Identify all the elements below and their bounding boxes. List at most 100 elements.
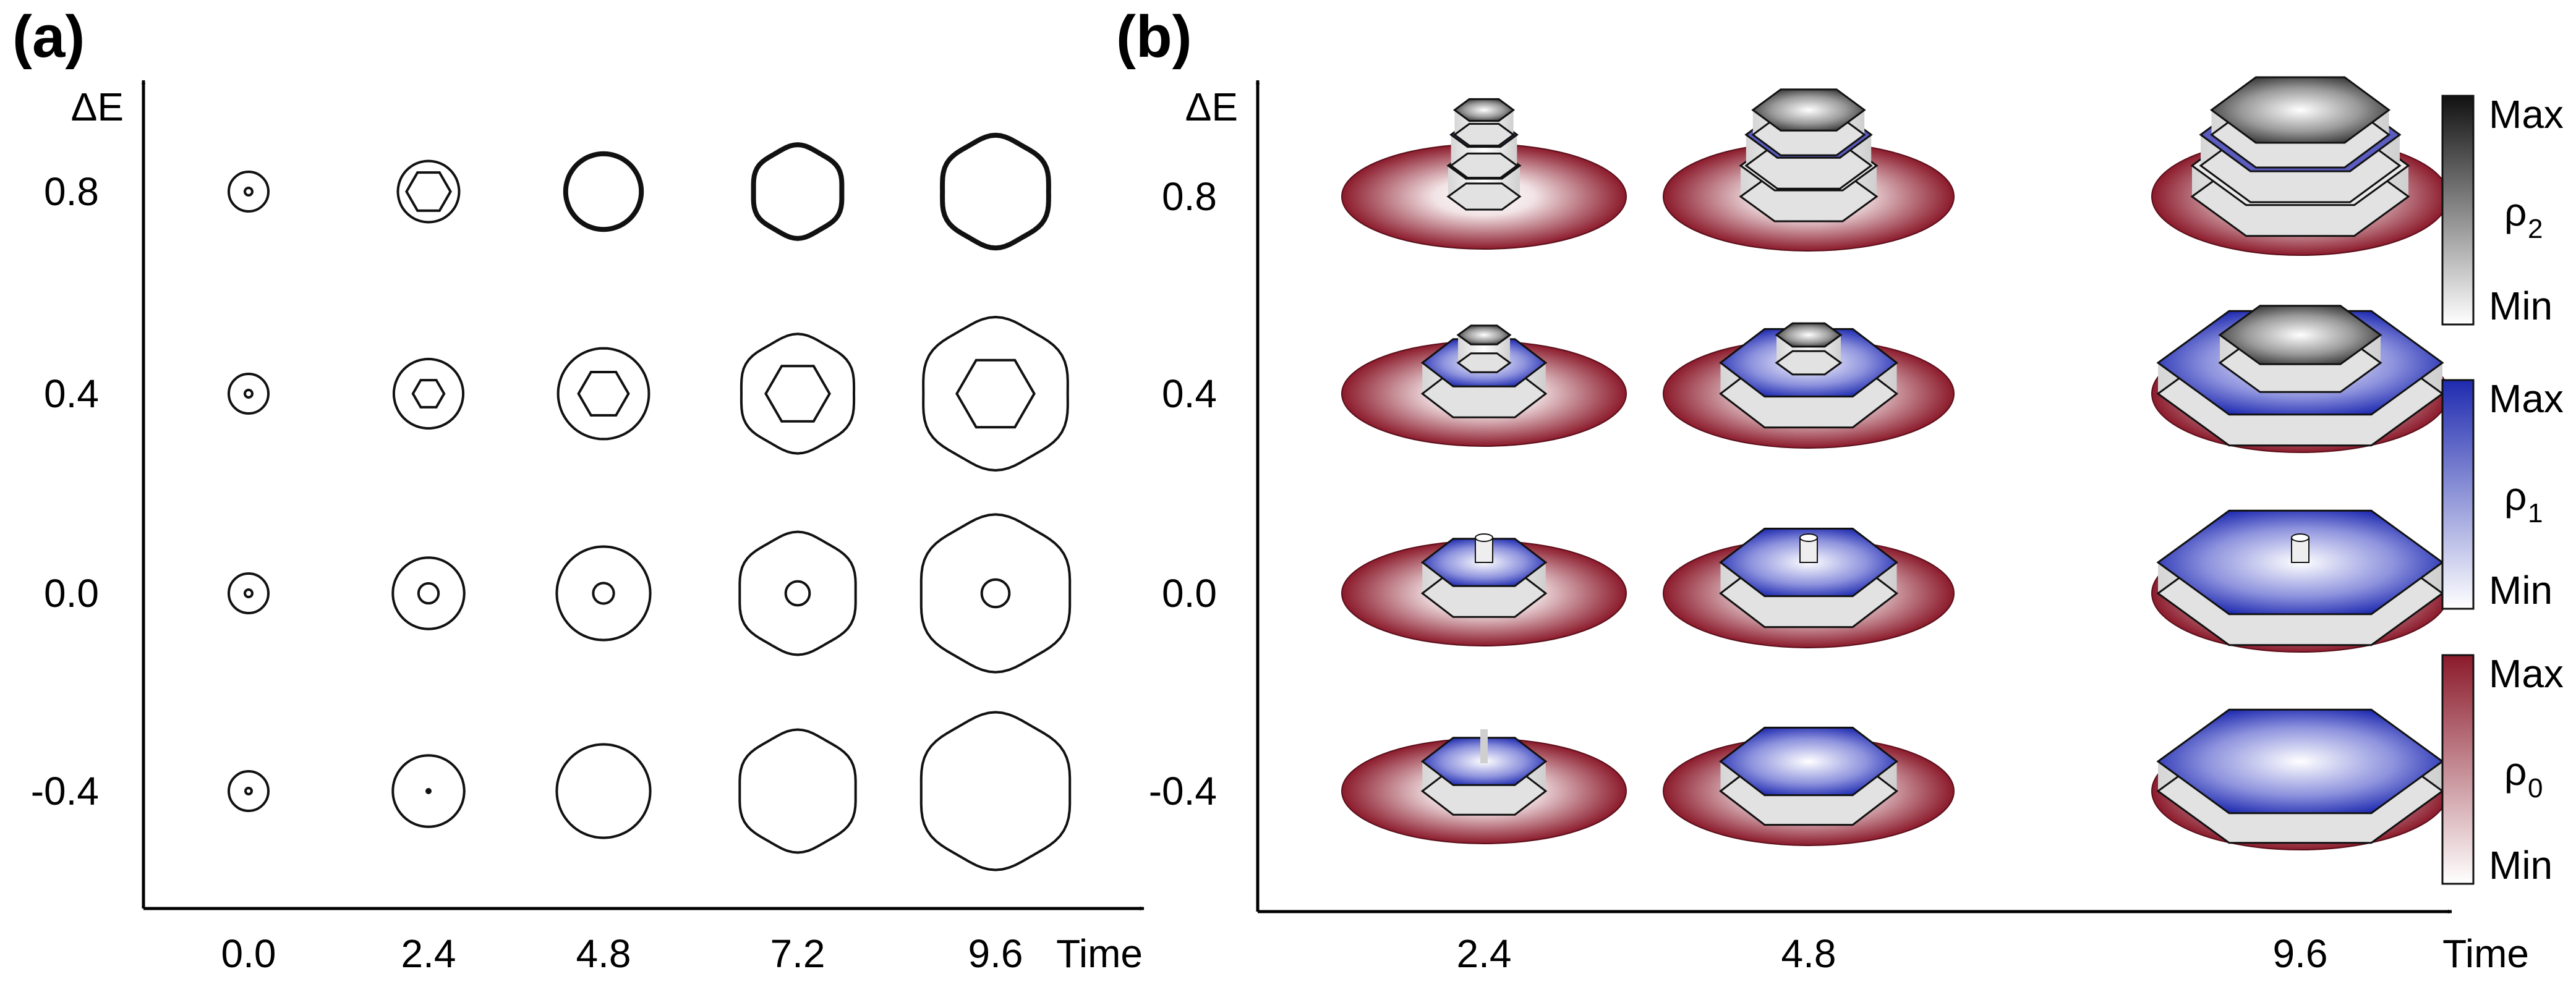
panel-a-y-axis-label: ΔE [71,85,124,129]
panel-b-colorbar-max: Max [2489,376,2564,421]
panel-b-surface [2151,708,2449,850]
panel-b-surface [1663,322,1955,449]
panel-b-surfaces [1341,76,2449,850]
panel-a-contour [396,159,461,224]
panel-b-core-top [2291,533,2309,542]
panel-b-surface [2151,305,2449,453]
panel-b-core-top [1799,533,1818,542]
panel-b-terrace-bottom [1452,122,1516,147]
panel-a-contour [919,513,1072,674]
panel-a-contour [244,588,254,598]
panel-a-y-tick: 0.8 [44,169,99,214]
panel-b-terrace-bottom [1449,152,1519,179]
panel-a-contour [244,389,254,399]
panel-a-y-tick: 0.4 [44,371,99,416]
panel-b-x-axis-label: Time [2442,931,2529,976]
panel-a-x-tick: 9.6 [968,931,1023,976]
panel-a-contour [405,171,452,212]
panel-b-label: (b) [1116,4,1192,70]
panel-b-colorbar-min: Min [2489,568,2553,612]
panel-b-colorbar-min: Min [2489,284,2553,328]
panel-b-terrace-top [2218,305,2382,365]
panel-b-terrace-top [2209,76,2391,144]
panel-b-surface [1663,88,1955,252]
panel-b-terrace-bottom [1456,352,1512,373]
panel-b-y-axis-label: ΔE [1185,85,1238,129]
panel-a-contour [228,373,270,415]
panel-b-colorbar-label: ρ [2504,190,2527,234]
panel-b-spike [1480,729,1488,763]
panel-b-y-ticks: 0.8 0.4 0.0 -0.4 [1149,174,1217,813]
panel-a-y-tick: -0.4 [31,769,99,813]
panel-b-terrace-top [1775,322,1843,348]
panel-a-x-tick: 2.4 [401,931,456,976]
panel-b-colorbar [2441,95,2475,326]
panel-b-surface [1663,726,1955,846]
panel-a-contour [417,582,440,605]
panel-a-contour [411,379,446,409]
panel-a-contour [738,530,857,656]
panel-a-contour [592,582,615,605]
panel-b-terrace-top [1751,88,1866,132]
panel-a-contour [244,787,253,795]
panel-a-contour [955,358,1036,429]
panel-a-contour [980,578,1011,609]
panel-a-x-tick: 7.2 [770,931,825,976]
panel-a-x-tick: 4.8 [576,931,631,976]
panel-a-contour [228,171,270,213]
panel-a-x-tick: 0.0 [221,931,276,976]
panel-b-surface [1663,527,1955,648]
panel-b-y-tick: 0.8 [1162,174,1217,219]
panel-b-colorbar-sub: 0 [2528,773,2543,803]
panel-a-contour [784,580,811,607]
panel-b-colorbar-max: Max [2489,651,2564,696]
panel-a-contour [577,371,630,417]
panel-a-contour [392,357,465,430]
panel-b-surface [2151,509,2449,653]
panel-b-x-ticks: 2.4 4.8 9.6 [1457,931,2328,976]
panel-b-x-tick: 4.8 [1781,931,1836,976]
panel-b-colorbar-label: ρ [2504,474,2527,519]
panel-a-label: (a) [12,4,85,70]
panel-a-contour [244,187,254,197]
panel-a-contour [391,556,466,630]
panel-a-contour [738,728,857,854]
panel-b-terrace-top [1456,324,1512,345]
panel-a-contour [922,315,1069,472]
panel-a-contour [557,347,650,441]
panel-b-colorbar-max: Max [2489,92,2564,137]
panel-b-y-tick: -0.4 [1149,769,1217,813]
panel-b-terrace-top [2156,708,2444,815]
panel-a-contour [425,788,432,794]
panel-a-y-ticks: 0.80.40.0-0.4 [31,169,99,813]
panel-b-colorbar-min: Min [2489,843,2553,887]
panel-b-x-tick: 9.6 [2273,931,2328,976]
panel-a-contour [740,333,856,455]
panel-a-x-axis-label: Time [1056,931,1143,976]
panel-b-terrace-top [1452,98,1516,122]
panel-b-terrace-top [1719,726,1898,797]
panel-a-contour [919,711,1072,871]
panel-b-x-tick: 2.4 [1457,931,1512,976]
panel-b-colorbar-sub: 2 [2528,214,2543,244]
panel-a-contour [391,754,466,828]
panel-a-contour [228,770,270,812]
panel-b-core-top [1475,533,1493,542]
panel-a-contour [228,572,270,614]
panel-a-contour [555,743,652,839]
panel-b-surface [1341,98,1627,250]
panel-b-y-tick: 0.4 [1162,371,1217,416]
panel-b-surface [1341,324,1627,447]
panel-b-colorbar [2441,654,2475,885]
panel-a-contour [764,365,831,423]
panel-a-contour [563,151,644,232]
panel-a-contours [228,132,1072,871]
panel-b-surface [1341,729,1627,844]
panel-b-colorbar-sub: 1 [2528,498,2543,528]
panel-a-contour [555,545,652,642]
panel-b-y-tick: 0.0 [1162,571,1217,616]
